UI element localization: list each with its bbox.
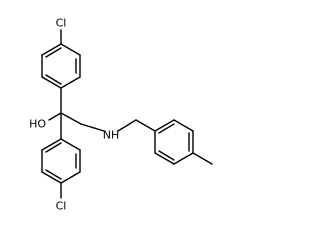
bond-methyl: [192, 152, 213, 165]
atom-label-cl-bottom: Cl: [56, 200, 67, 213]
atom-label-hydroxyl: HO: [29, 118, 46, 131]
bond-central-to-ch2: [60, 112, 82, 125]
atom-label-amine: NH: [103, 129, 120, 142]
bond-nh-to-benzyl-ch2: [117, 119, 137, 132]
bond-central-to-oh: [48, 112, 62, 121]
atom-label-cl-top: Cl: [56, 17, 67, 30]
methylphenyl-ring: [154, 119, 194, 165]
chlorophenyl-ring-bottom: [41, 138, 81, 184]
bond-ch2-to-nh: [80, 123, 105, 132]
bond-benzyl-ch2-to-ring: [135, 119, 156, 132]
chlorophenyl-ring-top: [41, 43, 81, 89]
molecule-structure: Cl Cl HO NH: [29, 17, 213, 213]
